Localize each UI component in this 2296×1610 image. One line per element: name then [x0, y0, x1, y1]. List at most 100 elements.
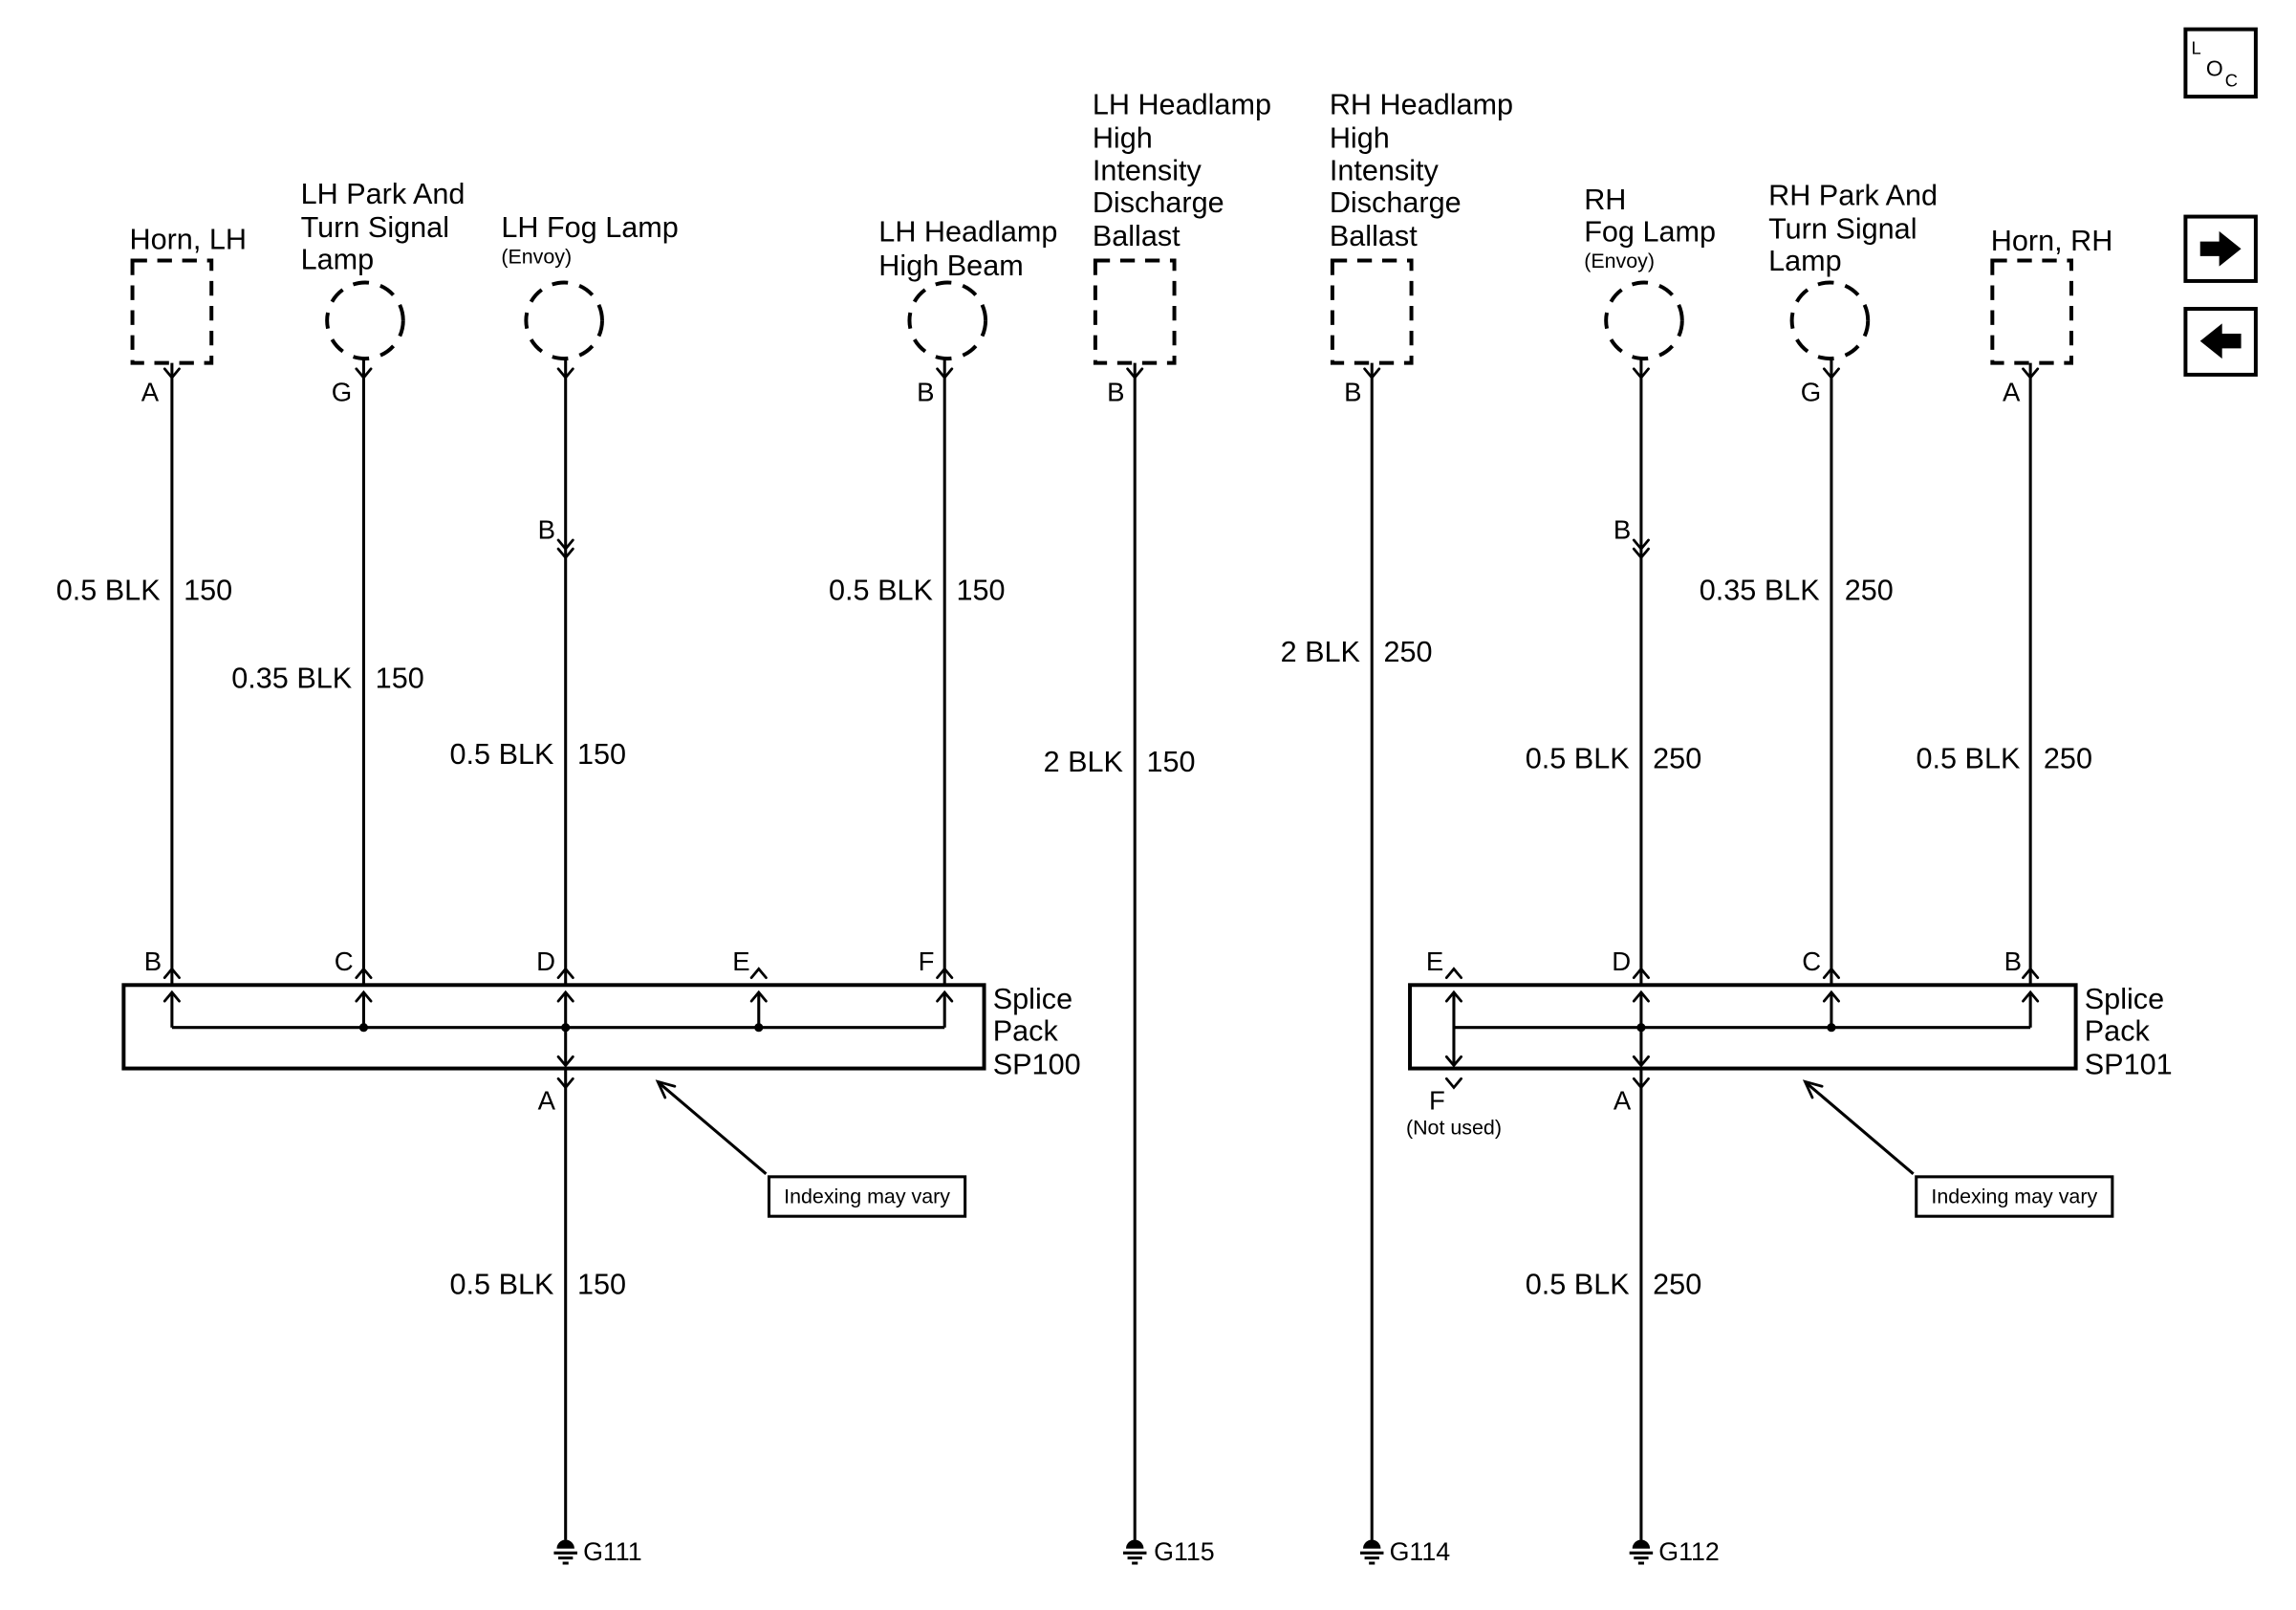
splice-terminal	[749, 967, 768, 980]
circuit-number: 250	[1653, 1268, 1701, 1300]
inline-connector	[1632, 538, 1650, 560]
component-label: High	[1330, 122, 1390, 155]
component-label: RH Headlamp	[1330, 88, 1513, 120]
inline-pin-label: B	[538, 514, 555, 544]
pin-label: B	[1107, 377, 1124, 406]
component-label: High Beam	[878, 250, 1023, 282]
splice-pack-label: Splice	[993, 983, 1072, 1015]
locator-icon[interactable]	[2183, 27, 2258, 99]
splice-pin-label: F	[919, 946, 935, 976]
pin-label: B	[917, 377, 934, 406]
callout-text: Indexing may vary	[784, 1185, 950, 1208]
component-label: RH Park And	[1768, 179, 1938, 211]
connector-terminal	[1363, 367, 1381, 381]
splice-pack-body	[1408, 983, 2078, 1071]
circuit-number: 150	[577, 1268, 626, 1300]
splice-terminal	[1822, 967, 1840, 980]
wire-spec: 0.5 BLK	[1526, 1268, 1630, 1300]
splice-terminal	[556, 967, 574, 980]
prev-page-frame[interactable]	[2183, 307, 2258, 377]
component-label: Ballast	[1093, 220, 1180, 252]
locator-button[interactable]: L O C	[2183, 27, 2258, 99]
ground-g112: G112	[1629, 1537, 1720, 1566]
component-label: Turn Signal	[1768, 213, 1917, 246]
ground-lines	[1629, 1551, 1654, 1565]
splice-pack-sp100: Splice Pack SP100 A 0.5 BLK 150 G111 Ind…	[121, 983, 1081, 1566]
splice-pack-body	[121, 983, 986, 1071]
splice-pin-label: E	[732, 946, 749, 976]
arrow-right-icon[interactable]	[2199, 230, 2242, 267]
splice-branch-arrows	[1444, 990, 2040, 1003]
splice-pin-label: E	[1426, 946, 1443, 976]
connector-terminal	[1126, 367, 1144, 381]
component-horn-rh: Horn, RH A 0.5 BLK 250 B	[1916, 225, 2112, 986]
splice-terminal	[1444, 967, 1462, 980]
component-label: Intensity	[1330, 154, 1440, 186]
splice-junction-dot	[754, 1023, 764, 1033]
splice-pack-label: Pack	[2085, 1014, 2151, 1047]
splice-pack-label: Splice	[2085, 983, 2164, 1015]
ground-g114: G114	[1359, 1537, 1450, 1566]
unused-pin-label: F	[1429, 1085, 1445, 1115]
inline-pin-label: B	[1614, 514, 1631, 544]
pin-label: A	[141, 377, 160, 406]
component-label: Horn, LH	[129, 223, 246, 255]
component-label: Intensity	[1093, 154, 1202, 186]
splice-junction-dot	[358, 1023, 369, 1033]
component-outline	[1789, 280, 1871, 361]
component-label: Ballast	[1330, 220, 1418, 252]
splice-pin-label: D	[1612, 946, 1631, 976]
component-lh-fog-lamp: LH Fog Lamp (Envoy) B 0.5 BLK 150 D	[450, 211, 679, 986]
locator-letter-c: C	[2225, 70, 2238, 90]
connector-terminal	[1632, 367, 1650, 381]
output-pin-label: A	[538, 1085, 556, 1115]
splice-terminal	[1632, 967, 1650, 980]
ground-icon	[1363, 1539, 1381, 1549]
arrow-left-icon[interactable]	[2199, 323, 2242, 359]
wire-spec: 0.35 BLK	[1700, 575, 1821, 607]
wire-spec: 0.5 BLK	[1526, 743, 1630, 775]
option-note: (Envoy)	[501, 246, 572, 269]
wire-spec: 0.5 BLK	[56, 575, 161, 607]
component-label: LH Headlamp	[878, 216, 1057, 249]
wire-spec: 0.5 BLK	[450, 738, 554, 771]
component-label: High	[1093, 122, 1153, 155]
component-outline	[1330, 258, 1414, 365]
prev-page-button[interactable]	[2183, 307, 2258, 377]
ground-label: G111	[583, 1537, 642, 1566]
connector-terminal	[936, 367, 954, 381]
callout-text: Indexing may vary	[1931, 1185, 2097, 1208]
wire-spec: 0.5 BLK	[829, 575, 933, 607]
pin-label: G	[1801, 377, 1821, 406]
component-outline	[130, 258, 214, 365]
next-page-button[interactable]	[2183, 214, 2258, 283]
connector-terminal	[355, 367, 373, 381]
splice-pack-sp101: E Splice Pack SP101 F (Not used) A 0.5 B…	[1406, 946, 2173, 1566]
component-label: Discharge	[1330, 186, 1462, 219]
connector-terminal	[556, 367, 574, 381]
component-label: Lamp	[301, 244, 375, 276]
splice-junction-dot	[1827, 1023, 1836, 1033]
ground-icon	[1632, 1539, 1651, 1549]
splice-branch-arrows	[162, 990, 954, 1003]
connector-terminal	[2022, 367, 2040, 381]
pin-label: B	[1344, 377, 1361, 406]
component-label: Lamp	[1768, 245, 1842, 277]
splice-junction-dot	[561, 1023, 571, 1033]
component-lh-headlamp-high-beam: LH Headlamp High Beam B 0.5 BLK 150 F	[829, 216, 1057, 986]
ground-icon	[1126, 1539, 1144, 1549]
connector-terminal	[162, 367, 181, 381]
component-rh-fog-lamp: RH Fog Lamp (Envoy) B 0.5 BLK 250 D	[1526, 184, 1716, 986]
callout-arrow-head	[1802, 1079, 1824, 1099]
circuit-number: 250	[1383, 636, 1432, 668]
wire-spec: 0.5 BLK	[1916, 743, 2020, 775]
splice-pin-label: D	[536, 946, 555, 976]
splice-junction-dot	[1636, 1023, 1646, 1033]
component-label: Turn Signal	[301, 211, 449, 244]
callout-arrow-line	[1805, 1081, 1915, 1175]
inline-connector	[556, 538, 574, 560]
callout-arrow-line	[658, 1081, 768, 1175]
component-label: LH Headlamp	[1093, 88, 1271, 120]
splice-terminal	[355, 967, 373, 980]
